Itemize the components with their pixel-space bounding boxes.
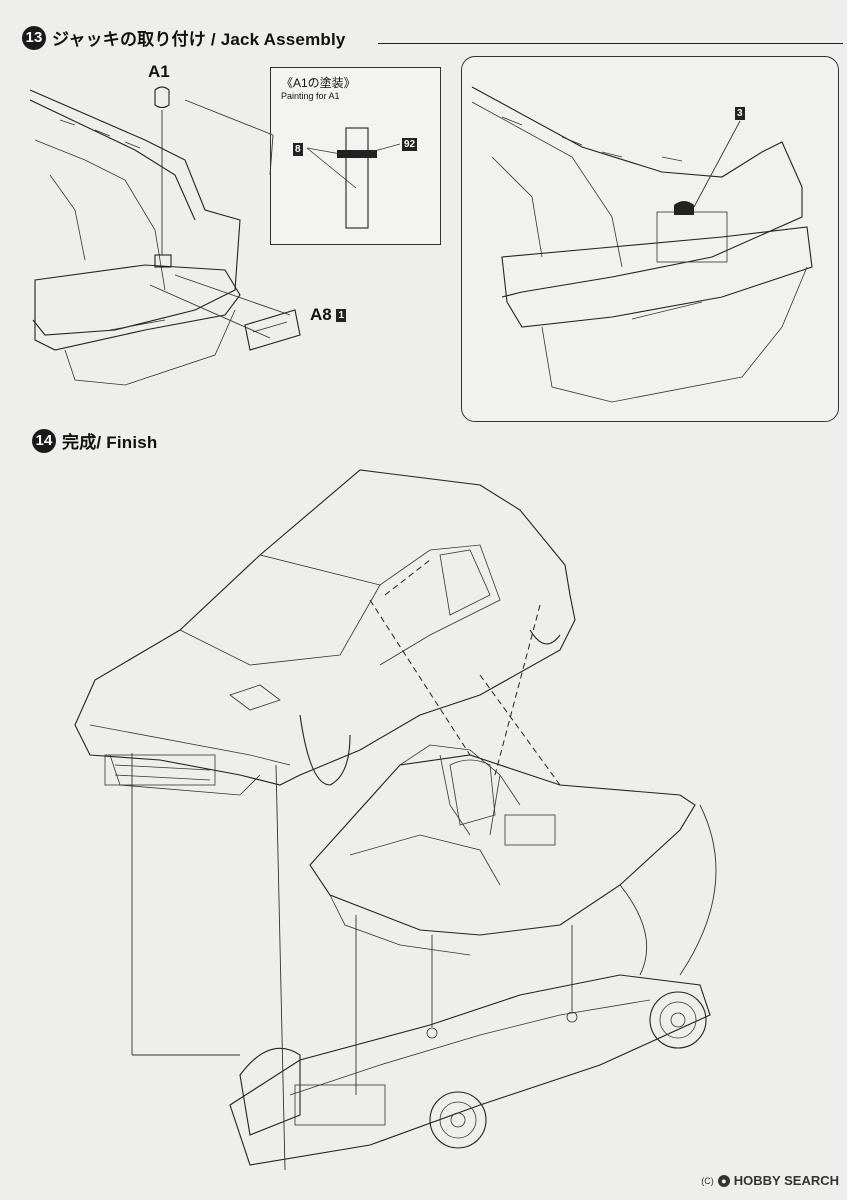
- step-14-header: 14 完成/ Finish: [32, 428, 158, 453]
- part-a8-text: A8: [310, 305, 332, 324]
- step-13-number: 13: [22, 25, 46, 50]
- part-a8-label: A8 1: [310, 305, 347, 325]
- step-14-number: 14: [32, 428, 56, 453]
- inset-part-badge: 3: [735, 107, 745, 120]
- painting-subtitle: Painting for A1: [281, 91, 340, 101]
- hobby-search-logo-icon: ●: [717, 1174, 730, 1187]
- watermark: (C) ● HOBBY SEARCH: [701, 1173, 839, 1188]
- watermark-copyright: (C): [701, 1175, 714, 1186]
- paint-color-a-badge: 8: [293, 143, 303, 156]
- chassis-frame: [229, 974, 711, 1166]
- header-rule: [378, 43, 843, 44]
- step-13-header: 13 ジャッキの取り付け / Jack Assembly: [22, 25, 346, 50]
- inset-closeup-panel: 3: [461, 56, 839, 422]
- interior-roll-cage: [309, 744, 696, 956]
- painting-diagram: [306, 127, 401, 229]
- step-14-title: 完成/ Finish: [62, 433, 158, 452]
- painting-title: 《A1の塗装》: [281, 76, 356, 90]
- step-13-title: ジャッキの取り付け / Jack Assembly: [52, 30, 346, 49]
- paint-color-b-badge: 92: [402, 138, 418, 151]
- finish-exploded-drawing: [74, 469, 717, 1171]
- jack-assembly-drawing: [29, 86, 301, 386]
- watermark-text: HOBBY SEARCH: [733, 1173, 839, 1188]
- car-body-shell: [74, 469, 576, 796]
- painting-instructions-box: 《A1の塗装》 Painting for A1 8 92: [270, 67, 441, 245]
- inset-drawing: [471, 86, 813, 403]
- part-a8-count-badge: 1: [336, 309, 347, 323]
- part-a1-label: A1: [148, 62, 170, 81]
